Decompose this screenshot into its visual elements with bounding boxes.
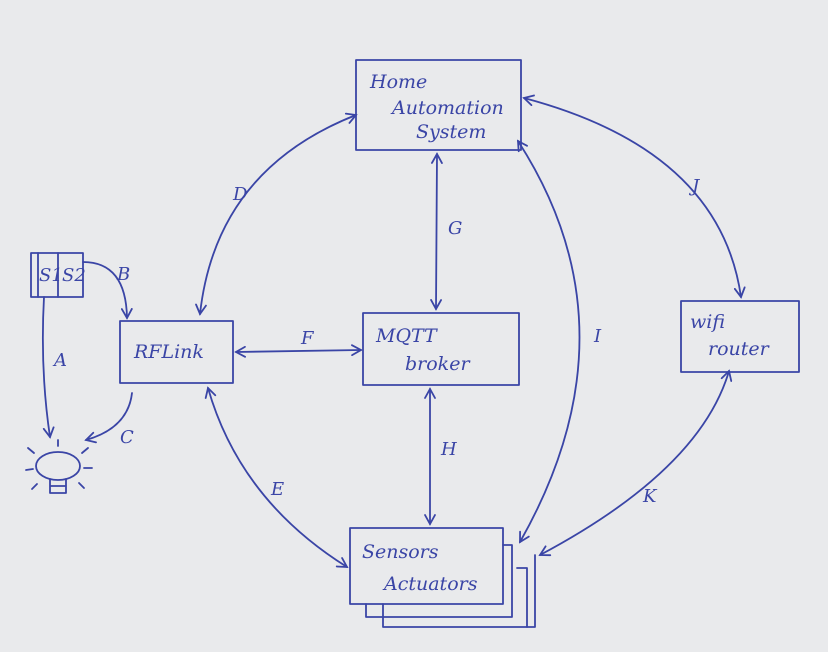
- home-automation-box: [355, 59, 522, 151]
- mqtt-node: MQTT broker: [362, 312, 520, 386]
- sensors-node: Sensors Actuators: [349, 527, 536, 628]
- edge-d-label: D: [232, 184, 248, 205]
- edge-b-arrow: [82, 261, 133, 320]
- edge-a-arrow: [41, 296, 55, 439]
- switches-box: [30, 252, 84, 298]
- sensors-stack-edge: [526, 554, 536, 628]
- light-bulb-icon: [25, 439, 93, 494]
- edge-h-label: H: [440, 439, 457, 460]
- home-automation-node: Home Automation System: [355, 59, 522, 151]
- edge-f-label: F: [300, 328, 315, 349]
- edge-i-arrow: [516, 139, 581, 544]
- wifi-box: [680, 300, 800, 373]
- home-automation-line1: Home: [369, 71, 427, 93]
- edge-j-arrow: [522, 94, 746, 299]
- sensors-box: [349, 527, 504, 605]
- switch-s2-label: S2: [62, 265, 86, 286]
- edge-e-label: E: [270, 479, 284, 500]
- rflink-node: RFLink: [119, 320, 234, 384]
- wifi-node: wifi router: [680, 300, 800, 373]
- sensors-line2: Actuators: [382, 573, 478, 595]
- edge-b-label: B: [116, 264, 130, 285]
- edge-i-label: I: [593, 326, 602, 347]
- mqtt-line1: MQTT: [375, 325, 438, 347]
- edge-c-label: C: [120, 427, 134, 448]
- home-automation-line3: System: [416, 121, 486, 143]
- switches-node: S1 S2: [30, 252, 86, 298]
- edge-g-arrow: [430, 152, 443, 311]
- wifi-line2: router: [708, 338, 771, 360]
- edge-j-label: J: [688, 176, 701, 197]
- sensors-stack-middle: [365, 544, 513, 618]
- edge-c-arrow: [84, 392, 133, 444]
- home-automation-line2: Automation: [390, 97, 504, 119]
- switch-s1-label: S1: [39, 265, 63, 286]
- sensors-line1: Sensors: [362, 541, 439, 563]
- edge-e-arrow: [204, 386, 349, 568]
- edge-d-arrow: [195, 112, 358, 316]
- rflink-label: RFLink: [133, 341, 204, 363]
- edge-a-label: A: [52, 350, 67, 371]
- wifi-line1: wifi: [690, 311, 725, 333]
- edge-g-label: G: [448, 218, 462, 239]
- edge-k-label: K: [642, 486, 658, 507]
- edge-f-arrow: [234, 344, 363, 358]
- rflink-box: [119, 320, 234, 384]
- mqtt-line2: broker: [405, 353, 471, 375]
- edge-k-arrow: [538, 369, 733, 557]
